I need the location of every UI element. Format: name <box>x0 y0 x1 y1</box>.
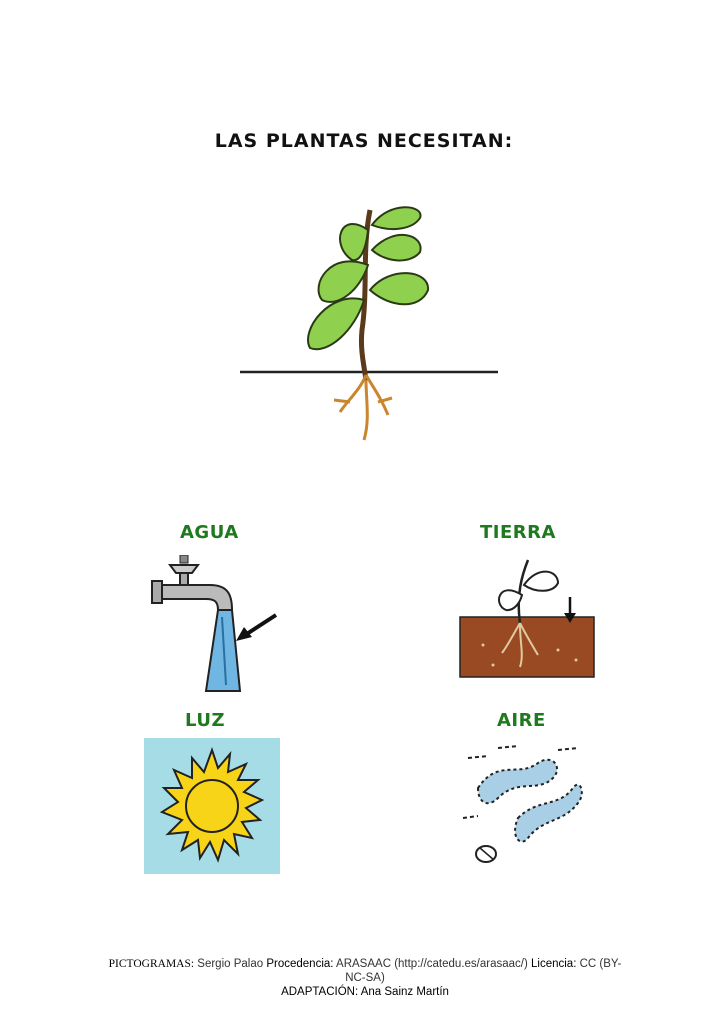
footer-credits: PICTOGRAMAS: Sergio Palao Procedencia: A… <box>100 957 630 999</box>
pictogramas-value: Sergio Palao <box>197 958 264 970</box>
item-label-aire: AIRE <box>497 710 546 731</box>
procedencia-value: ARASAAC (http://catedu.es/arasaac/) <box>336 958 528 970</box>
item-label-agua: AGUA <box>180 522 239 543</box>
footer-line-1: PICTOGRAMAS: Sergio Palao Procedencia: A… <box>100 957 630 985</box>
water-tap-icon <box>151 555 278 692</box>
pictogramas-label: PICTOGRAMAS: <box>108 958 195 970</box>
procedencia-label: Procedencia: <box>266 958 334 970</box>
page-title: LAS PLANTAS NECESITAN: <box>214 130 514 152</box>
soil-icon <box>459 559 595 678</box>
plant-icon <box>240 206 498 441</box>
licencia-label: Licencia: <box>531 958 577 970</box>
wind-icon <box>462 745 583 863</box>
sun-icon <box>144 738 280 874</box>
item-label-luz: LUZ <box>185 710 225 731</box>
item-label-tierra: TIERRA <box>480 522 556 543</box>
footer-line-2: ADAPTACIÓN: Ana Sainz Martín <box>281 986 449 998</box>
licencia-value: CC (BY-NC-SA) <box>345 958 622 984</box>
